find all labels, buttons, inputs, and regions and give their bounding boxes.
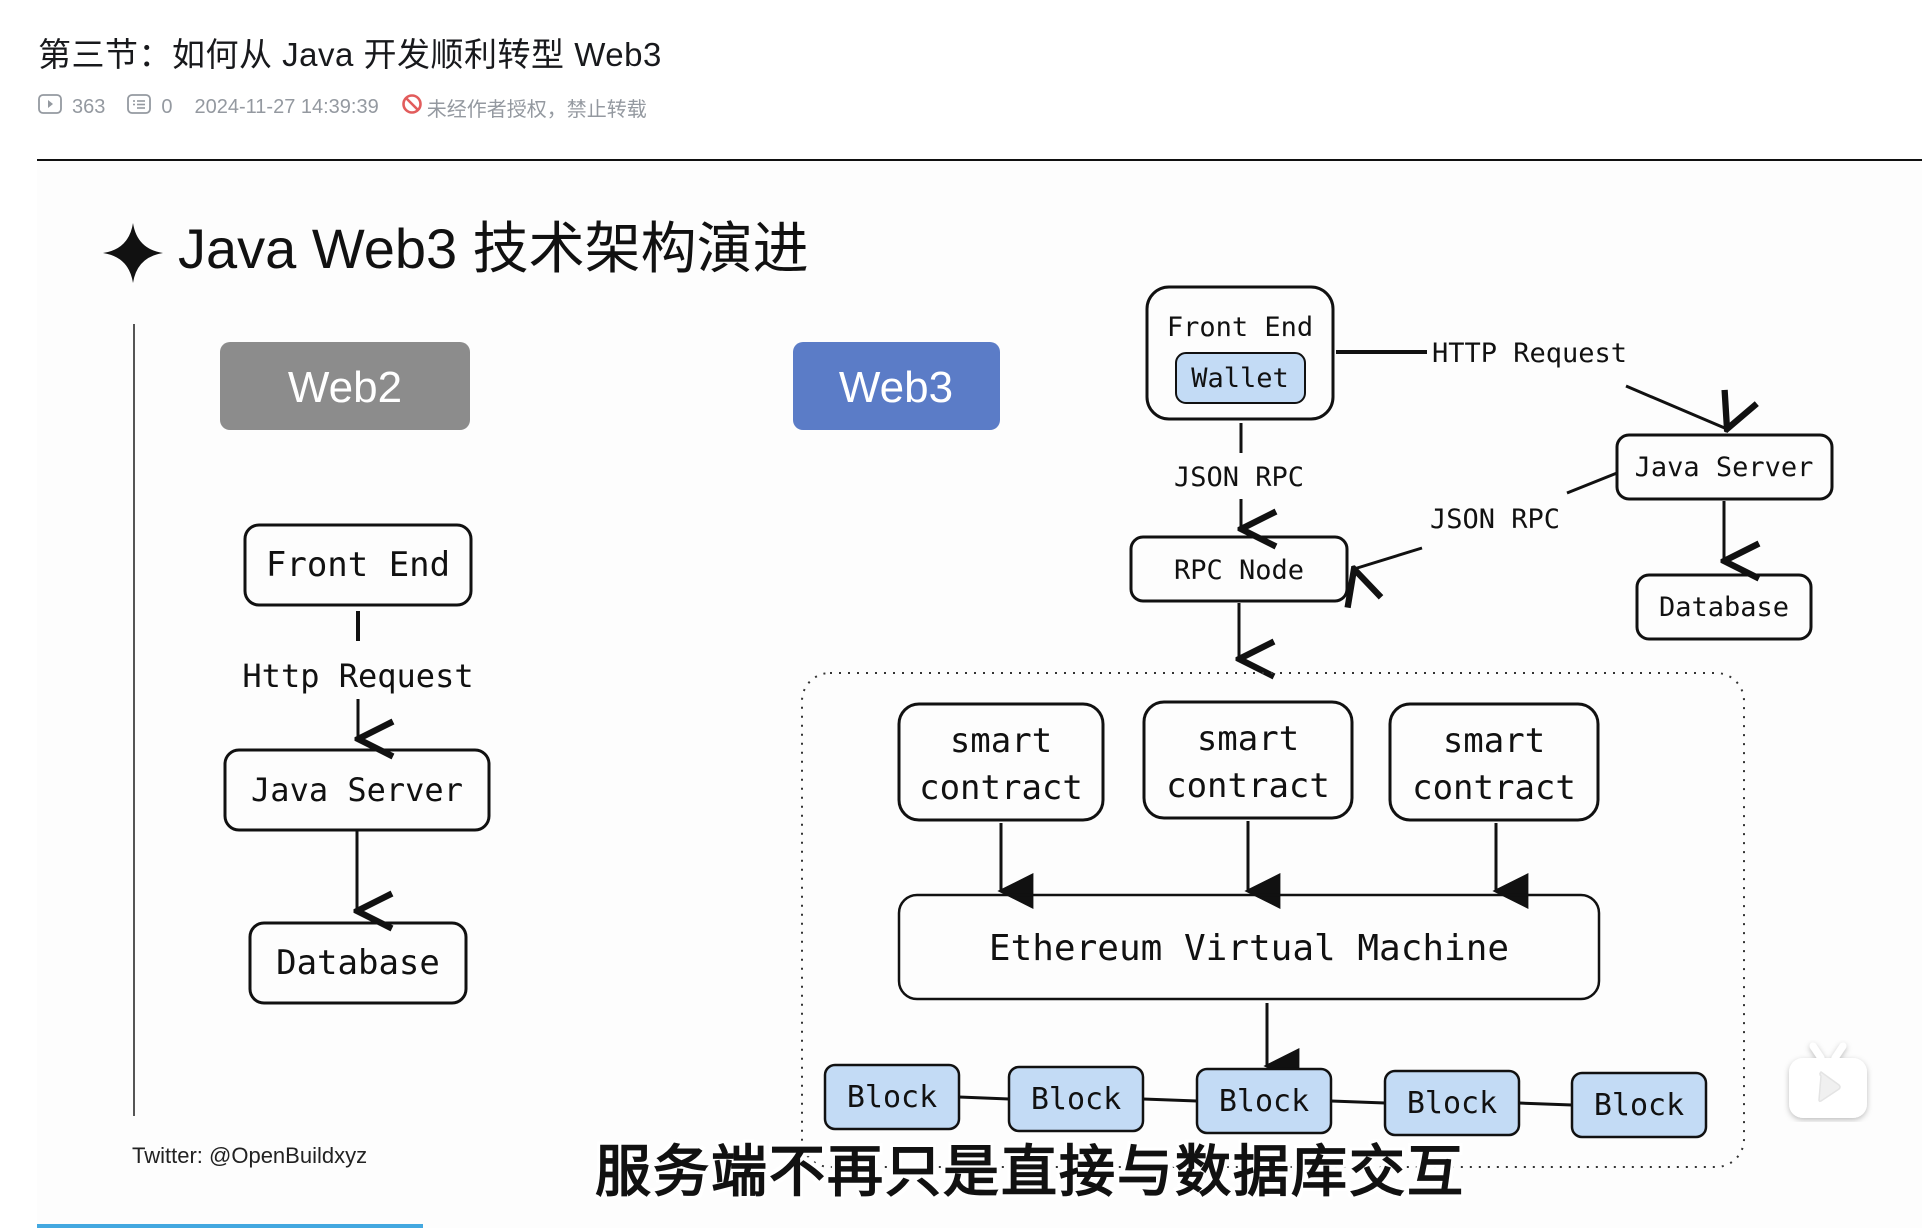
smart-contract-2: smart contract — [1388, 702, 1600, 822]
smart-contract-label-1: smart — [950, 721, 1052, 761]
view-count-value: 363 — [72, 95, 106, 118]
http-arrow — [1625, 384, 1727, 429]
web3-badge — [793, 342, 1000, 430]
web3-java-server-box — [1615, 433, 1834, 501]
web2-front-end-label: Front End — [266, 545, 450, 585]
copyright-notice: 未经作者授权，禁止转载 — [401, 93, 647, 122]
twitter-handle: Twitter: @OpenBuildxyz — [132, 1143, 367, 1168]
no-repost-icon — [401, 93, 423, 121]
danmaku-count-value: 0 — [161, 95, 173, 118]
slide-diagram: Java Web3 技术架构演进 Web2 Web3 Front End Htt… — [103, 217, 1834, 1168]
web2-database-label: Database — [276, 943, 440, 983]
block-label: Block — [1594, 1088, 1684, 1123]
tv-play-button[interactable] — [1783, 1040, 1873, 1122]
blockchain-container — [801, 672, 1745, 1168]
web3-database-box — [1635, 573, 1813, 641]
video-progress-fill — [37, 1224, 424, 1228]
copyright-text: 未经作者授权，禁止转载 — [426, 98, 647, 121]
wallet-box — [1175, 352, 1306, 404]
block-link — [958, 1095, 1010, 1101]
web2-java-server-label: Java Server — [251, 771, 463, 809]
video-player[interactable]: Java Web3 技术架构演进 Web2 Web3 Front End Htt… — [37, 161, 1922, 1228]
danmaku-count: 0 — [127, 94, 173, 120]
smart-contract-label-1: smart — [1197, 719, 1299, 759]
block-label: Block — [1407, 1086, 1497, 1121]
web2-front-end-box — [243, 523, 473, 607]
danmaku-icon — [127, 94, 152, 120]
slide-title: Java Web3 技术架构演进 — [178, 217, 809, 280]
block-link — [1142, 1097, 1198, 1103]
web2-badge — [220, 342, 470, 430]
evm-box — [897, 893, 1601, 1001]
block-chain: Block Block Block Block Block — [823, 1063, 1708, 1139]
page-title: 第三节：如何从 Java 开发顺利转型 Web3 — [38, 36, 662, 73]
web3-badge-label: Web3 — [839, 363, 953, 412]
view-count: 363 — [38, 94, 105, 120]
web3-front-end-label: Front End — [1167, 312, 1313, 343]
block-label: Block — [1031, 1082, 1121, 1117]
web3-front-end-box — [1145, 285, 1335, 421]
tv-play-icon — [1789, 1042, 1867, 1118]
json-rpc-arrow-right — [1354, 546, 1423, 569]
block-box — [1570, 1071, 1708, 1139]
web2-http-request-label: Http Request — [242, 657, 473, 695]
web3-java-server-label: Java Server — [1635, 452, 1814, 483]
smart-contract-0: smart contract — [897, 702, 1105, 822]
block-label: Block — [1219, 1084, 1309, 1119]
video-subtitle: 服务端不再只是直接与数据库交互 — [595, 1140, 1465, 1205]
web2-java-server-box — [223, 748, 491, 832]
publish-date: 2024-11-27 14:39:39 — [194, 95, 379, 118]
evm-label: Ethereum Virtual Machine — [989, 928, 1509, 969]
rpc-node-box — [1129, 535, 1349, 603]
block-link — [1330, 1099, 1386, 1105]
json-rpc-left-label: JSON RPC — [1174, 462, 1304, 493]
smart-contract-label-2: contract — [1412, 768, 1576, 808]
play-count-icon — [38, 94, 62, 120]
rpc-node-label: RPC Node — [1174, 555, 1304, 586]
json-rpc-connector-right — [1566, 471, 1618, 495]
web3-database-label: Database — [1659, 592, 1789, 623]
video-progress-bar[interactable] — [37, 1224, 1922, 1228]
smart-contract-label-2: contract — [919, 768, 1083, 808]
sparkle-star-icon — [103, 223, 163, 283]
video-meta: 363 0 2024-11-27 14:39:39 未经作者授权，禁止转载 — [38, 92, 647, 122]
smart-contract-1: smart contract — [1142, 700, 1354, 820]
wallet-label: Wallet — [1191, 363, 1289, 394]
web2-database-box — [248, 921, 468, 1005]
block-link — [1518, 1101, 1573, 1107]
smart-contract-label-2: contract — [1166, 766, 1330, 806]
block-label: Block — [847, 1080, 937, 1115]
web3-http-request-label: HTTP Request — [1432, 338, 1627, 369]
web2-badge-label: Web2 — [288, 363, 402, 412]
smart-contract-label-1: smart — [1443, 721, 1545, 761]
json-rpc-right-label: JSON RPC — [1430, 504, 1560, 535]
header-divider — [37, 159, 1922, 161]
